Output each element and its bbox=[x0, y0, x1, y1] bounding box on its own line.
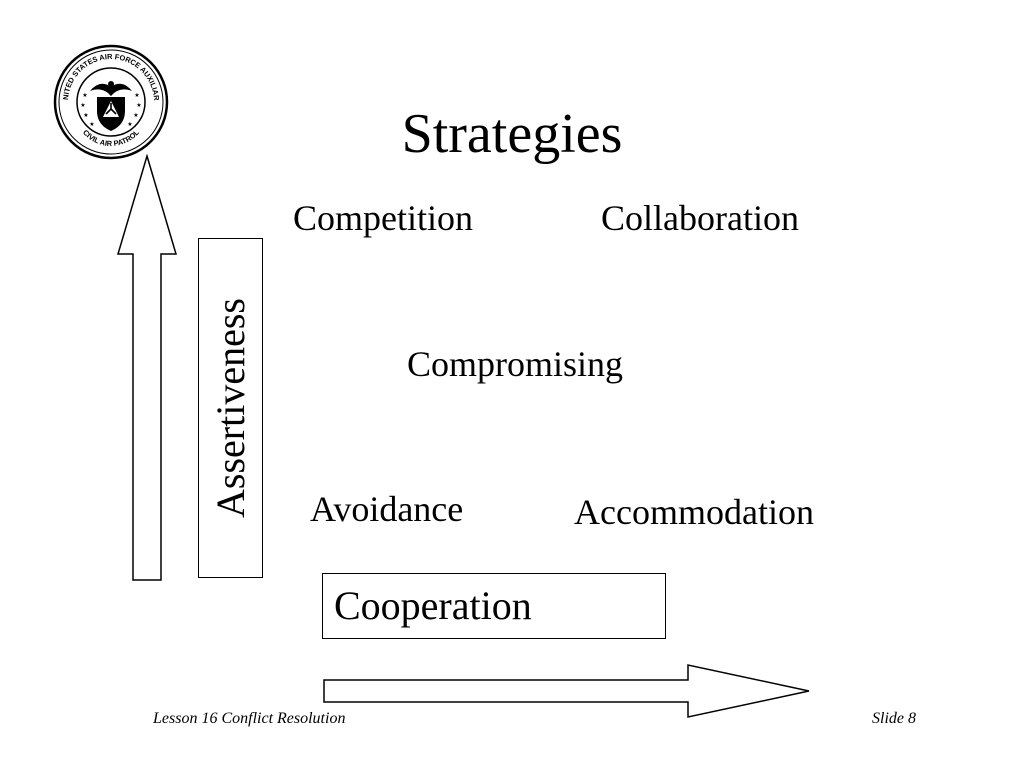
strategy-compromising: Compromising bbox=[407, 344, 624, 384]
arrow-right-icon bbox=[323, 664, 810, 718]
svg-text:★: ★ bbox=[127, 121, 132, 128]
assertiveness-axis-label: Assertiveness bbox=[207, 298, 253, 518]
svg-text:★: ★ bbox=[134, 92, 139, 99]
strategy-collaboration: Collaboration bbox=[601, 198, 799, 238]
svg-text:★: ★ bbox=[83, 112, 88, 119]
assertiveness-axis-box: Assertiveness bbox=[198, 238, 263, 578]
civil-air-patrol-seal-icon: UNITED STATES AIR FORCE AUXILIARY CIVIL … bbox=[52, 43, 169, 160]
cooperation-axis-label: Cooperation bbox=[334, 583, 532, 628]
strategy-avoidance: Avoidance bbox=[310, 489, 464, 529]
svg-text:★: ★ bbox=[89, 121, 94, 128]
svg-text:★: ★ bbox=[82, 92, 87, 99]
svg-text:★: ★ bbox=[136, 102, 141, 109]
slide-title: Strategies bbox=[401, 103, 623, 165]
strategy-accommodation: Accommodation bbox=[574, 492, 814, 532]
svg-text:★: ★ bbox=[133, 112, 138, 119]
svg-text:★: ★ bbox=[80, 102, 85, 109]
footer-lesson-title: Lesson 16 Conflict Resolution bbox=[153, 710, 346, 727]
arrow-up-icon bbox=[116, 154, 178, 581]
footer-slide-number: Slide 8 bbox=[872, 710, 916, 727]
cooperation-axis-box: Cooperation bbox=[322, 573, 666, 639]
strategy-competition: Competition bbox=[293, 198, 473, 238]
